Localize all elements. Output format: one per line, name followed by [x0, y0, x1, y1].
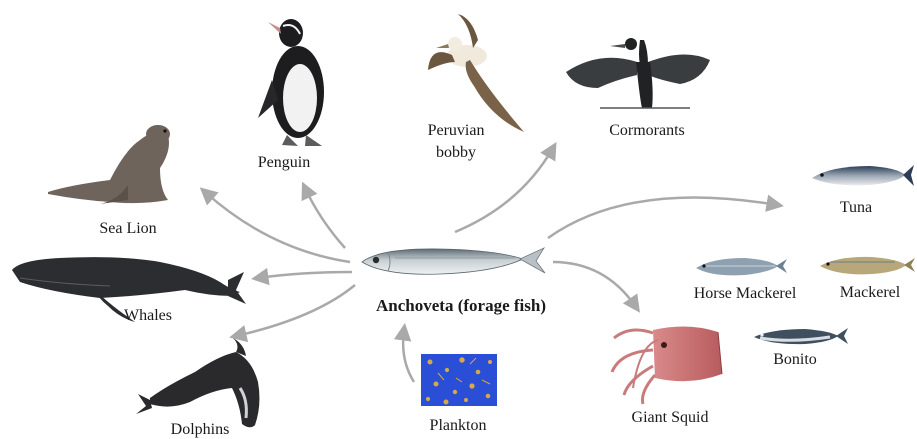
arrow-to-tuna [548, 197, 777, 238]
bonito-image [754, 328, 848, 344]
cormorant-image [566, 38, 710, 108]
label-peruvian-bobby: Peruvian bobby [428, 120, 485, 164]
label-plankton: Plankton [430, 416, 487, 435]
horse-mackerel-image [696, 258, 787, 275]
arrow-to-penguin [305, 188, 345, 248]
anchoveta-image [362, 248, 545, 274]
mackerel-image [820, 257, 915, 274]
sea-lion-image [48, 125, 170, 204]
label-anchoveta: Anchoveta (forage fish) [376, 296, 546, 315]
arrow-from-plankton [403, 330, 414, 382]
arrow-to-giant-squid [553, 262, 636, 307]
arrow-to-dolphins [236, 285, 355, 336]
label-dolphins: Dolphins [171, 420, 230, 439]
label-penguin: Penguin [258, 153, 310, 172]
tuna-image [812, 165, 914, 186]
label-mackerel: Mackerel [840, 283, 900, 302]
label-whales: Whales [124, 306, 172, 325]
label-horse-mackerel: Horse Mackerel [694, 284, 797, 303]
peruvian-bobby-image [428, 14, 524, 132]
plankton-image [421, 354, 497, 406]
label-bonito: Bonito [773, 350, 817, 369]
label-cormorants: Cormorants [609, 121, 685, 140]
giant-squid-image [612, 326, 722, 404]
label-tuna: Tuna [840, 198, 872, 217]
label-sea-lion: Sea Lion [99, 219, 156, 238]
penguin-image [258, 19, 324, 146]
arrow-to-whales [258, 272, 352, 278]
dolphin-image [136, 338, 259, 427]
label-giant-squid: Giant Squid [632, 408, 709, 427]
